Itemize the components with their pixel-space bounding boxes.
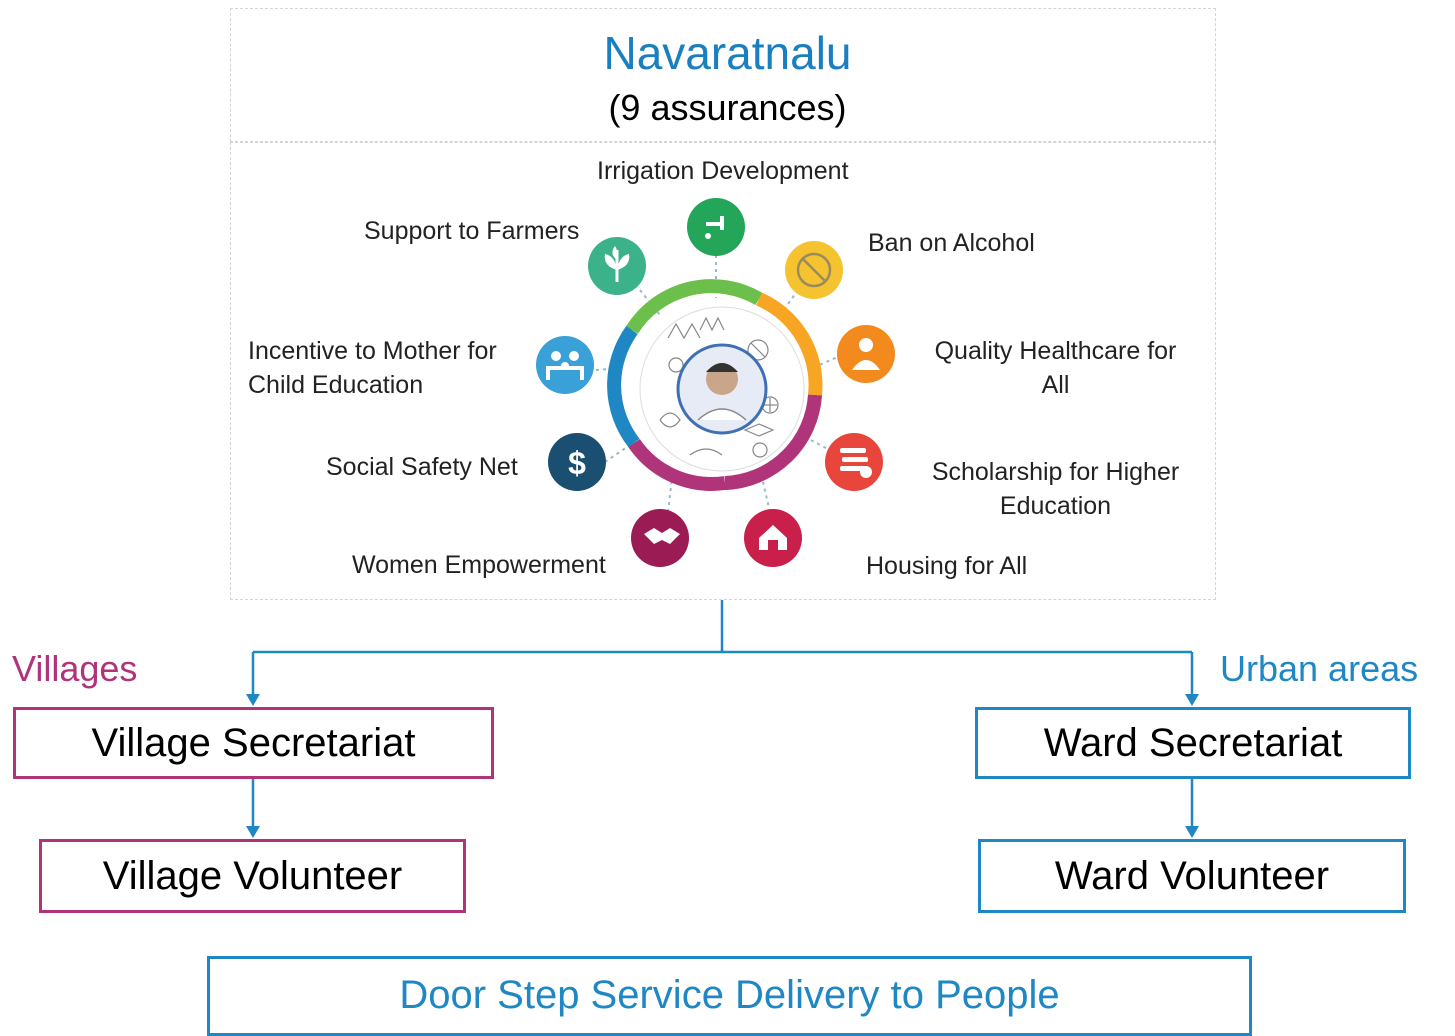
page-subtitle: (9 assurances) — [608, 87, 847, 128]
family-icon — [536, 336, 594, 394]
villages-label: Villages — [12, 648, 138, 689]
label-incentive-to-mother: Incentive to Mother for Child Education — [248, 337, 497, 399]
label-quality-healthcare: Quality Healthcare for All — [934, 337, 1177, 399]
coins-icon — [825, 433, 883, 491]
village-secretariat-box: Village Secretariat — [13, 707, 494, 779]
label-women-empowerment: Women Empowerment — [352, 551, 606, 579]
urban-areas-label: Urban areas — [1220, 648, 1419, 689]
wheel-frame — [230, 142, 1216, 600]
ward-secretariat-box: Ward Secretariat — [975, 707, 1411, 779]
ward-volunteer-box: Ward Volunteer — [978, 839, 1406, 913]
label-social-safety-net: Social Safety Net — [326, 453, 518, 481]
no-alcohol-icon — [785, 241, 843, 299]
label-housing-for-all: Housing for All — [866, 552, 1028, 580]
label-irrigation-development: Irrigation Development — [597, 157, 849, 185]
page-title: Navaratnalu — [603, 27, 852, 79]
doctor-icon — [837, 325, 895, 383]
village-volunteer-box: Village Volunteer — [39, 839, 466, 913]
header-frame — [230, 8, 1216, 142]
arrowheads — [246, 694, 1199, 838]
label-scholarship: Scholarship for Higher Education — [931, 458, 1180, 520]
handshake-icon — [631, 509, 689, 567]
label-support-to-farmers: Support to Farmers — [364, 217, 580, 245]
house-icon — [744, 509, 802, 567]
wheel-ring — [607, 279, 823, 491]
svg-text:$: $ — [568, 445, 586, 481]
label-ban-on-alcohol: Ban on Alcohol — [868, 229, 1035, 257]
tap-icon — [687, 198, 745, 256]
door-step-delivery-box: Door Step Service Delivery to People — [207, 956, 1252, 1036]
dollar-icon: $ — [548, 433, 606, 491]
leaf-icon — [588, 237, 646, 295]
connector-lines — [251, 600, 1194, 828]
